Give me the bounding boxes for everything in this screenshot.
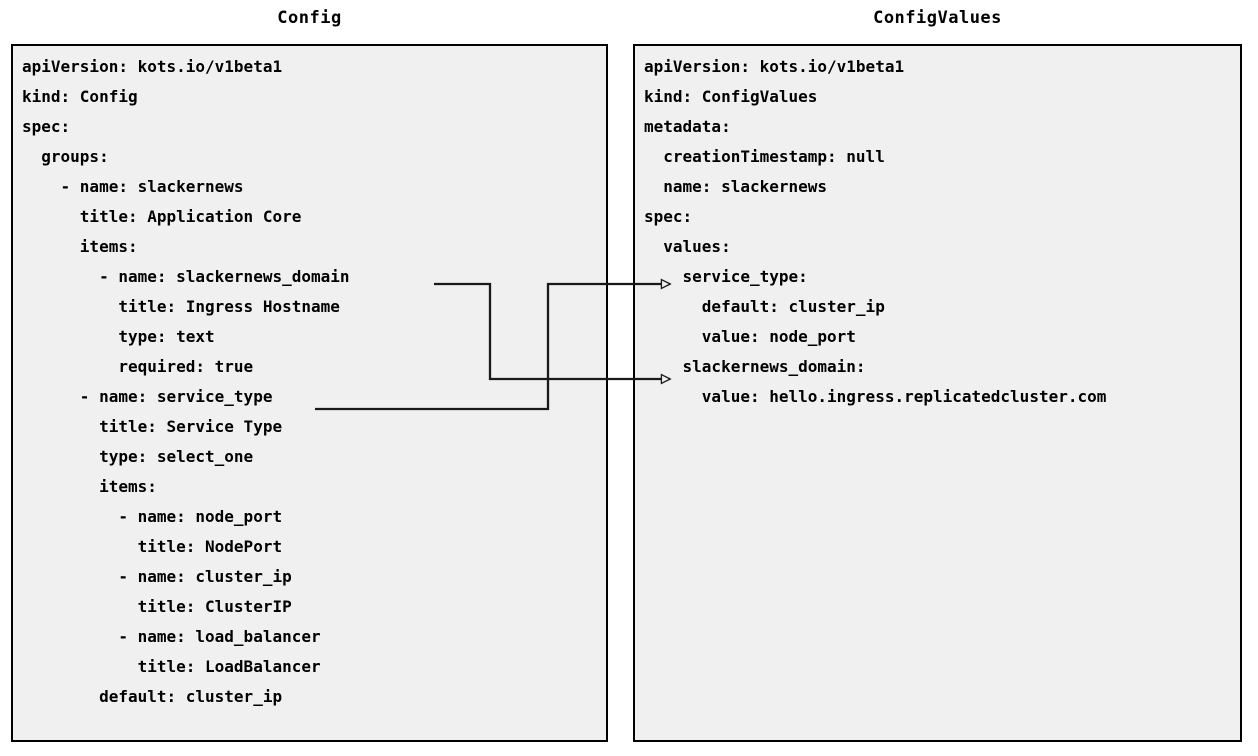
config-yaml-code: apiVersion: kots.io/v1beta1 kind: Config…	[22, 57, 350, 706]
configvalues-panel-title: ConfigValues	[873, 8, 1002, 28]
configvalues-yaml-code: apiVersion: kots.io/v1beta1 kind: Config…	[644, 57, 1107, 406]
config-panel-title: Config	[277, 8, 342, 28]
config-yaml-panel: apiVersion: kots.io/v1beta1 kind: Config…	[11, 44, 608, 742]
configvalues-yaml-panel: apiVersion: kots.io/v1beta1 kind: Config…	[633, 44, 1242, 742]
